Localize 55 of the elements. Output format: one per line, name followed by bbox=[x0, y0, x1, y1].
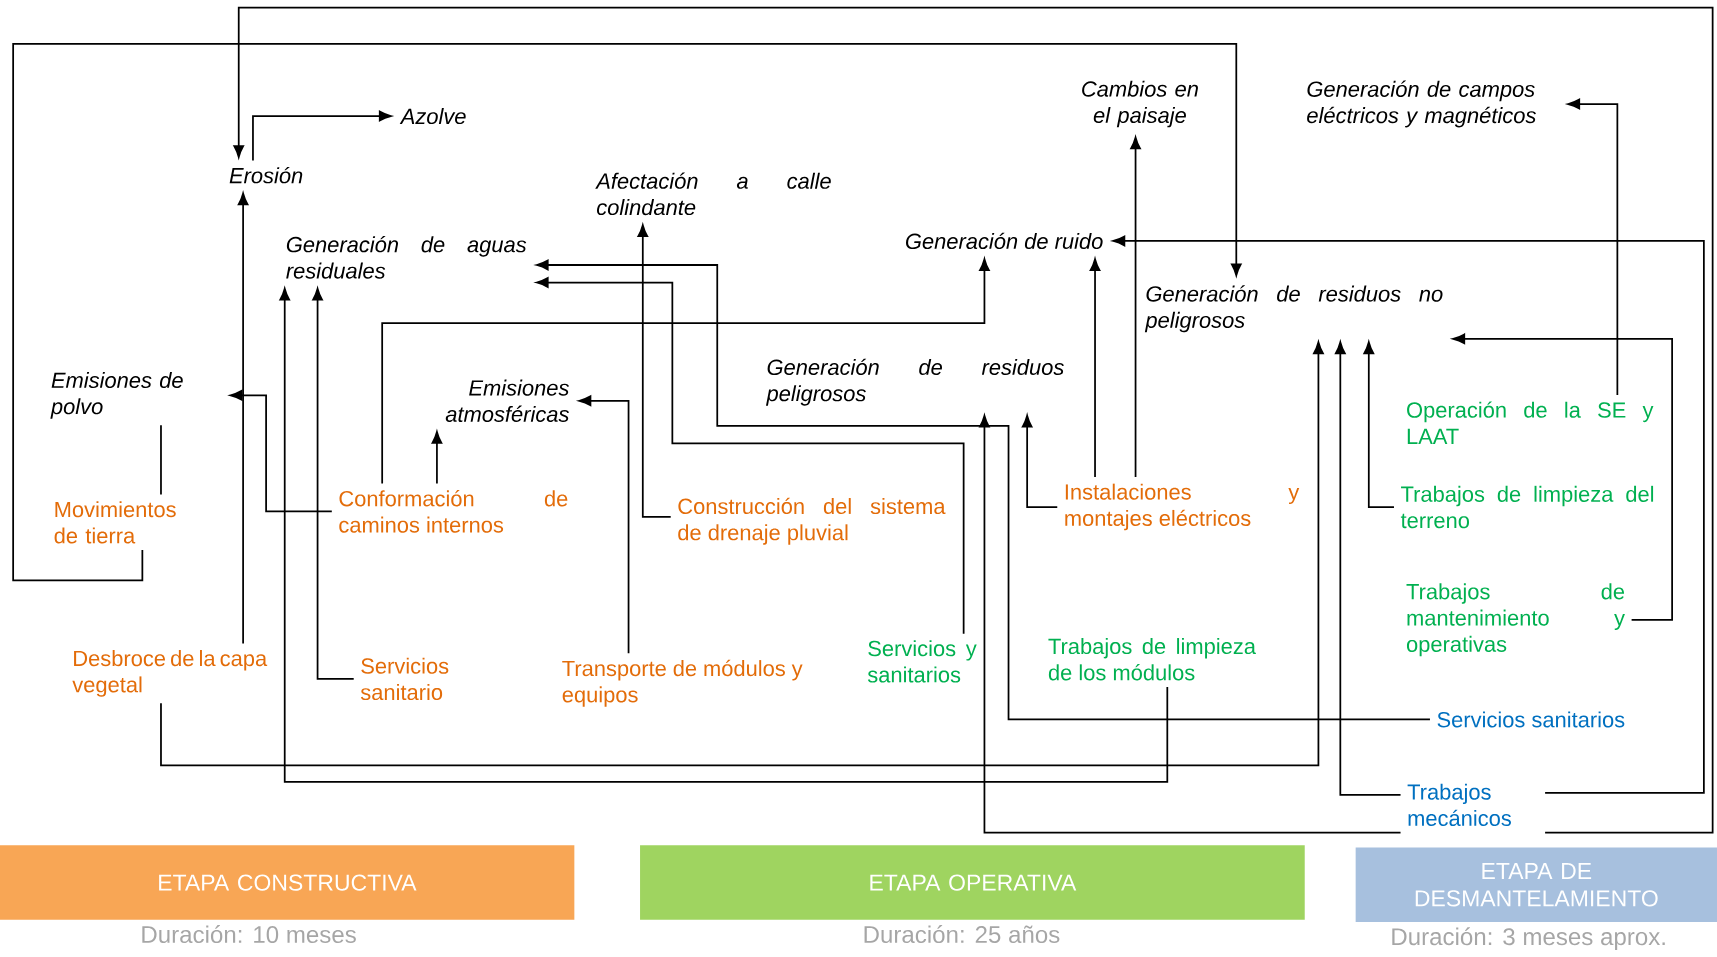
arrow bbox=[535, 277, 965, 635]
arrow bbox=[381, 258, 990, 485]
activity-text: Instalaciones y montajes eléctricos bbox=[1065, 483, 1300, 531]
arrow bbox=[1452, 333, 1673, 621]
activity-text: Operación de la SE y LAAT bbox=[1407, 401, 1654, 444]
arrow bbox=[637, 224, 672, 518]
activity-text: Conformación de caminos internos bbox=[339, 490, 568, 533]
duration-text: Duración: 3 meses aprox. bbox=[1392, 927, 1665, 950]
arrow bbox=[1130, 136, 1141, 478]
impact-text: Afectación a calle colindante bbox=[595, 172, 831, 216]
arrow bbox=[535, 259, 1431, 721]
arrow bbox=[233, 6, 1714, 834]
impact-text: Emisiones atmosféricas bbox=[445, 379, 569, 422]
impact-text: Generación de residuos peligrosos bbox=[766, 358, 1064, 406]
arrow bbox=[578, 395, 630, 655]
stage-banner: ETAPA DE DESMANTELAMIENTO bbox=[1355, 847, 1717, 922]
impact-text: Generación de residuos no peligrosos bbox=[1144, 285, 1443, 333]
duration-text: Duración: 10 meses bbox=[142, 925, 356, 944]
arrow bbox=[431, 431, 443, 485]
activity-text: Trabajos mecánicos bbox=[1407, 783, 1511, 826]
impact-text: Generación de campos eléctricos y magnéticos bbox=[1307, 80, 1536, 128]
arrow bbox=[1335, 341, 1402, 796]
arrow bbox=[1112, 235, 1705, 794]
impact-text: Generación de ruido bbox=[906, 232, 1103, 250]
activity-text: Movimientos de tierra bbox=[54, 501, 176, 544]
arrow bbox=[1567, 98, 1619, 396]
impact-text: Emisiones de polvo bbox=[50, 371, 183, 419]
stage-banner: ETAPA CONSTRUCTIVA bbox=[0, 845, 575, 920]
activity-text: Servicios sanitarios bbox=[1437, 711, 1625, 728]
impact-text: Generación de aguas residuales bbox=[286, 236, 527, 279]
activity-text: Servicios y sanitarios bbox=[867, 640, 977, 683]
arrow bbox=[12, 42, 1242, 582]
impact-text: Erosión bbox=[229, 167, 303, 184]
impact-text: Cambios en el paisaje bbox=[1082, 80, 1198, 128]
arrow bbox=[160, 341, 1324, 767]
activity-text: Trabajos de limpieza de los módulos bbox=[1048, 638, 1256, 681]
activity-text: Transporte de módulos y equipos bbox=[562, 659, 803, 707]
arrow bbox=[279, 287, 1169, 783]
arrow bbox=[229, 389, 333, 513]
activity-text: Trabajos de limpieza del terreno bbox=[1400, 485, 1654, 529]
duration-text: Duración: 25 años bbox=[864, 925, 1060, 944]
arrow bbox=[312, 287, 355, 680]
impact-text: Azolve bbox=[399, 108, 466, 125]
activity-text: Construcción del sistema de drenaje pluvial bbox=[678, 497, 946, 545]
arrow bbox=[979, 414, 1402, 834]
activity-text: Servicios sanitario bbox=[360, 657, 449, 701]
activity-text: Trabajos de mantenimiento y operativas bbox=[1406, 583, 1625, 657]
arrow bbox=[1363, 341, 1395, 508]
activity-text: Desbroce de la capa vegetal bbox=[72, 650, 268, 697]
connector-line bbox=[160, 424, 162, 496]
arrow bbox=[252, 110, 392, 162]
arrow bbox=[237, 192, 249, 645]
arrow bbox=[1021, 414, 1059, 508]
stage-banner: ETAPA OPERATIVA bbox=[640, 845, 1305, 920]
arrow bbox=[1089, 258, 1101, 478]
